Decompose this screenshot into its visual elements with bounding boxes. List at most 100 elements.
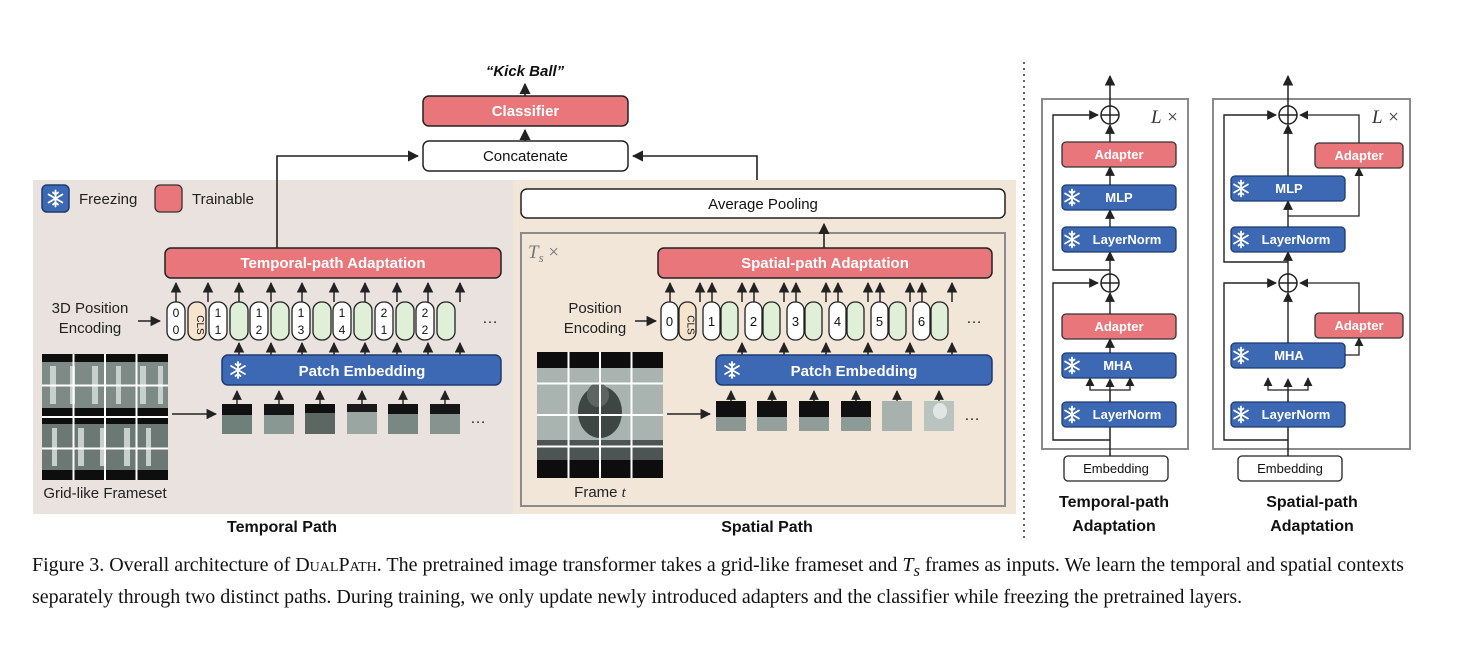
temporal-adaptation-box bbox=[164, 247, 502, 279]
classifier-box bbox=[422, 95, 629, 127]
position-token bbox=[332, 301, 352, 341]
token-label: 1 bbox=[215, 306, 222, 320]
position-token bbox=[912, 301, 931, 341]
legend-freezing-label: Freezing bbox=[79, 191, 137, 208]
token-label: 4 bbox=[339, 323, 346, 337]
layernorm-label: LayerNorm bbox=[1093, 407, 1162, 422]
patch-token bbox=[395, 301, 415, 341]
grid-like-frameset-image bbox=[42, 354, 168, 480]
temporal-patches bbox=[222, 404, 460, 434]
token-label: 0 bbox=[173, 323, 180, 337]
token-label: CLS bbox=[685, 315, 696, 335]
adapter-label: Adapter bbox=[1334, 318, 1383, 333]
legend-trainable-label: Trainable bbox=[192, 191, 254, 208]
temporal-block-layernorm-2 bbox=[1061, 226, 1177, 253]
position-token bbox=[870, 301, 889, 341]
temporal-block-embedding bbox=[1063, 455, 1169, 482]
spatial-pos-label-1: Position bbox=[568, 300, 621, 317]
patch-token bbox=[762, 301, 781, 341]
position-token bbox=[415, 301, 435, 341]
spatial-pos-label-2: Encoding bbox=[564, 320, 627, 337]
spatial-patches bbox=[716, 401, 954, 431]
token-label: 2 bbox=[381, 306, 388, 320]
patch-token bbox=[846, 301, 865, 341]
patch-token bbox=[270, 301, 290, 341]
token-label: 1 bbox=[256, 306, 263, 320]
mha-label: MHA bbox=[1274, 348, 1304, 363]
patch-token bbox=[312, 301, 332, 341]
token-label: 2 bbox=[422, 323, 429, 337]
token-label: 2 bbox=[750, 314, 757, 329]
average-pooling-label: Average Pooling bbox=[708, 196, 818, 213]
temporal-block-title-2: Adaptation bbox=[1072, 518, 1156, 535]
temporal-block-mha bbox=[1061, 352, 1177, 379]
spatial-adaptation-label: Spatial-path Adaptation bbox=[741, 255, 909, 272]
token-label: 1 bbox=[339, 306, 346, 320]
token-label: 0 bbox=[666, 314, 673, 329]
spatial-repeat-frame bbox=[520, 232, 1006, 507]
position-token bbox=[166, 301, 186, 341]
spatial-adaptation-box bbox=[657, 247, 993, 279]
spatial-token-arrows bbox=[664, 281, 958, 302]
legend-trainable-swatch bbox=[154, 184, 183, 213]
adapter-label: Adapter bbox=[1094, 319, 1143, 334]
patch-token bbox=[229, 301, 249, 341]
temporal-block-title-1: Temporal-path bbox=[1059, 494, 1169, 511]
spatial-path-label: Spatial Path bbox=[721, 519, 813, 536]
figure-caption: Figure 3. Overall architecture of DualPa… bbox=[32, 554, 1404, 608]
temporal-patch-embedding-box bbox=[221, 354, 502, 386]
position-token bbox=[208, 301, 228, 341]
classifier-label: Classifier bbox=[492, 103, 560, 120]
token-label: 6 bbox=[918, 314, 925, 329]
layernorm-label: LayerNorm bbox=[1262, 407, 1331, 422]
position-token bbox=[744, 301, 763, 341]
temporal-pos-label-1: 3D Position bbox=[52, 300, 129, 317]
spatial-tokens-ellipsis: … bbox=[966, 310, 982, 327]
temporal-adaptation-label: Temporal-path Adaptation bbox=[241, 255, 426, 272]
embedding-label: Embedding bbox=[1083, 461, 1149, 476]
position-token bbox=[828, 301, 847, 341]
temporal-patch-embedding-label: Patch Embedding bbox=[299, 363, 426, 380]
token-label: 2 bbox=[256, 323, 263, 337]
cls-token bbox=[678, 301, 697, 341]
temporal-block-adapter-2 bbox=[1061, 141, 1177, 168]
position-token bbox=[374, 301, 394, 341]
adapter-label: Adapter bbox=[1094, 147, 1143, 162]
adapter-label: Adapter bbox=[1334, 148, 1383, 163]
average-pooling-box bbox=[520, 188, 1006, 219]
patch-token bbox=[930, 301, 949, 341]
frame-t-label: Frame t bbox=[574, 484, 627, 501]
token-label: 3 bbox=[298, 323, 305, 337]
spatial-block-title-1: Spatial-path bbox=[1266, 494, 1358, 511]
temporal-pos-label-2: Encoding bbox=[59, 320, 122, 337]
layernorm-label: LayerNorm bbox=[1093, 232, 1162, 247]
patch-token bbox=[436, 301, 456, 341]
temporal-block-adapter-1 bbox=[1061, 313, 1177, 340]
embedding-label: Embedding bbox=[1257, 461, 1323, 476]
frameset-label: Grid-like Frameset bbox=[43, 485, 167, 502]
layernorm-label: LayerNorm bbox=[1262, 232, 1331, 247]
spatial-block-repeat-label: L × bbox=[1371, 107, 1400, 128]
spatial-block-embedding bbox=[1237, 455, 1343, 482]
patch-token bbox=[888, 301, 907, 341]
position-token bbox=[786, 301, 805, 341]
temporal-block-mlp bbox=[1061, 184, 1177, 211]
spatial-patch-embedding-label: Patch Embedding bbox=[791, 363, 918, 380]
position-token bbox=[702, 301, 721, 341]
patch-token bbox=[804, 301, 823, 341]
token-label: 4 bbox=[834, 314, 841, 329]
token-label: 1 bbox=[298, 306, 305, 320]
legend: Freezing Trainable bbox=[41, 184, 254, 213]
spatial-patch-embedding-box bbox=[715, 354, 993, 386]
position-token bbox=[249, 301, 269, 341]
patch-token bbox=[720, 301, 739, 341]
temporal-block-layernorm-1 bbox=[1061, 401, 1177, 428]
cls-token bbox=[187, 301, 207, 341]
output-label: “Kick Ball” bbox=[486, 63, 565, 80]
temporal-patches-ellipsis: … bbox=[470, 410, 486, 427]
temporal-adaptation-block: L × LayerNorm MHA Adapter LayerNorm MLP … bbox=[1041, 74, 1189, 535]
temporal-tokens-ellipsis: … bbox=[482, 310, 498, 327]
spatial-adaptation-block: L × LayerNorm MHA Adapter LayerNorm MLP … bbox=[1212, 74, 1411, 535]
position-token bbox=[660, 301, 679, 341]
token-label: 1 bbox=[381, 323, 388, 337]
